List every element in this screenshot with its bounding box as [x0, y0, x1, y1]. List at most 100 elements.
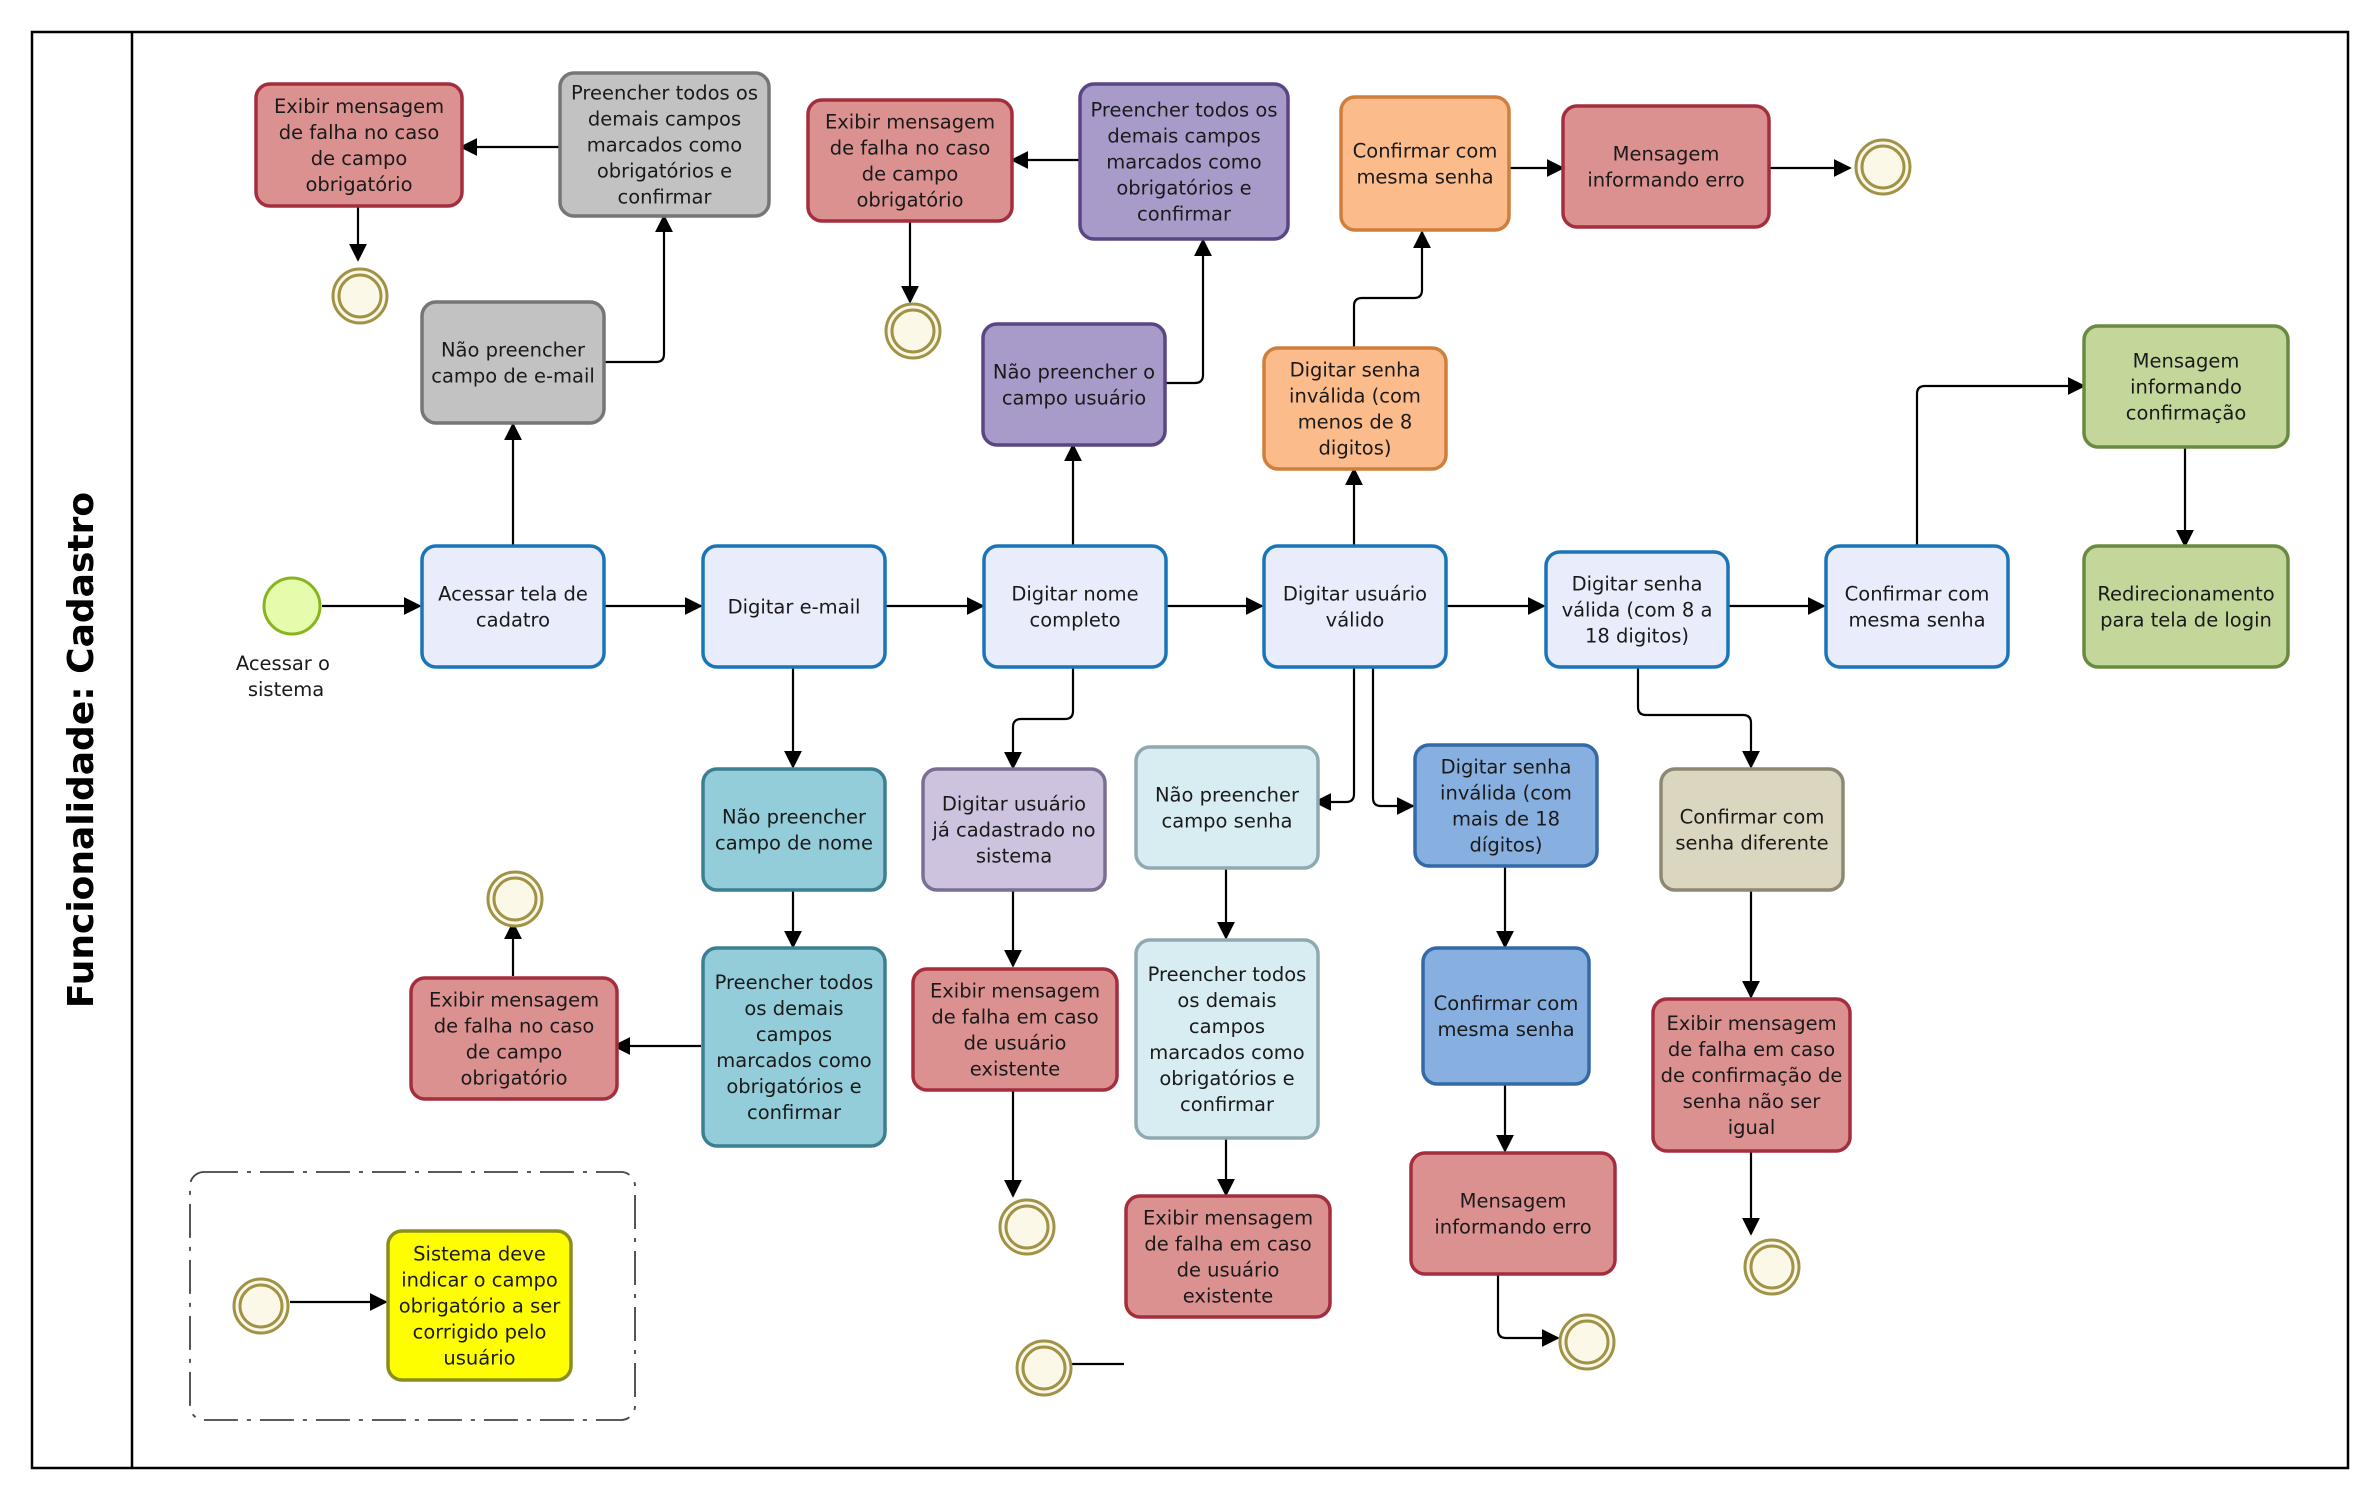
task-box [1421, 946, 1591, 1086]
task-box [386, 1229, 573, 1382]
end-event [232, 1277, 290, 1335]
task-box [1134, 938, 1320, 1140]
task-box [701, 544, 887, 669]
svg-text:Acessar o sistema: Acessar o sistema [236, 652, 336, 701]
task-box [1824, 544, 2010, 669]
task-box [1659, 767, 1845, 892]
task-box [1134, 745, 1320, 870]
task-box [701, 946, 887, 1148]
pool-border [30, 30, 2350, 1470]
task-box [2082, 324, 2290, 449]
task-box [1262, 346, 1448, 471]
task-box [1561, 104, 1771, 229]
connectors [290, 138, 2194, 1373]
end-events-layer [232, 138, 1912, 1397]
start-event: Acessar o sistema [236, 576, 336, 701]
task-box [1651, 997, 1852, 1153]
end-event [1558, 1313, 1616, 1371]
pool-title: Funcionalidade: Cadastro [61, 492, 102, 1008]
task-box [420, 544, 606, 669]
task-box [1124, 1194, 1332, 1319]
task-box [982, 544, 1168, 669]
end-event [1015, 1339, 1073, 1397]
end-event [1854, 138, 1912, 196]
task-label: Digitar e-mail [728, 596, 861, 619]
task-box [701, 767, 887, 892]
task-box [2082, 544, 2290, 669]
task-box [558, 71, 771, 218]
task-box [409, 976, 619, 1101]
task-box [1078, 82, 1290, 241]
task-box [1409, 1151, 1617, 1276]
task-box [1544, 550, 1730, 669]
end-event [331, 267, 389, 325]
task-box [806, 98, 1014, 223]
task-box [1413, 743, 1599, 868]
task-box [1262, 544, 1448, 669]
task-box [921, 767, 1107, 892]
task-box [420, 300, 606, 425]
task-box [911, 967, 1119, 1092]
end-event [486, 870, 544, 928]
end-event [884, 302, 942, 360]
end-event [1743, 1238, 1801, 1296]
task-box [981, 322, 1167, 447]
